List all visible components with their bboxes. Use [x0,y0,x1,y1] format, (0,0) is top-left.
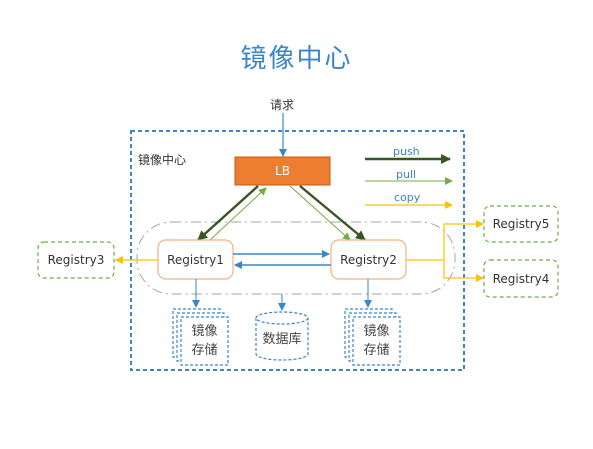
storage-left-label: 镜像 存储 [181,317,228,365]
pull-arrow-lb-to-r2 [289,185,351,241]
registry-group [136,221,456,295]
storage-right-line-2: 存储 [363,343,390,358]
push-arrow-r2 [299,185,366,241]
center-container [130,130,465,371]
diagram-title: 镜像中心 [240,44,353,74]
lb-label: LB [275,164,290,178]
copy-arrow-r4 [443,260,484,282]
legend-copy-label: copy [394,191,421,204]
push-arrow-r1 [197,185,259,241]
request-label: 请求 [270,98,295,112]
storage-left-stack [172,308,229,366]
registry4-box [483,259,559,298]
storage-left-line-1: 镜像 [191,324,218,339]
registry5-label: Registry5 [492,217,550,231]
legend-pull-label: pull [396,168,417,181]
database-cylinder [255,311,309,361]
registry5-box [483,205,559,243]
database-label: 数据库 [262,331,302,347]
legend-push-label: push [393,145,420,158]
registry3-box [37,241,115,279]
storage-right-stack [344,308,401,366]
copy-arrow-r5 [406,220,484,261]
pull-arrow-r1-to-lb [209,187,267,241]
registry2-label: Registry2 [340,252,397,267]
registry3-label: Registry3 [47,253,105,267]
center-label: 镜像中心 [138,153,187,167]
storage-left-line-2: 存储 [191,343,218,358]
storage-right-line-1: 镜像 [363,324,390,339]
storage-right-label: 镜像 存储 [353,317,400,365]
registry1-label: Registry1 [167,252,224,267]
registry4-label: Registry4 [492,271,550,286]
lb-box [234,156,331,186]
